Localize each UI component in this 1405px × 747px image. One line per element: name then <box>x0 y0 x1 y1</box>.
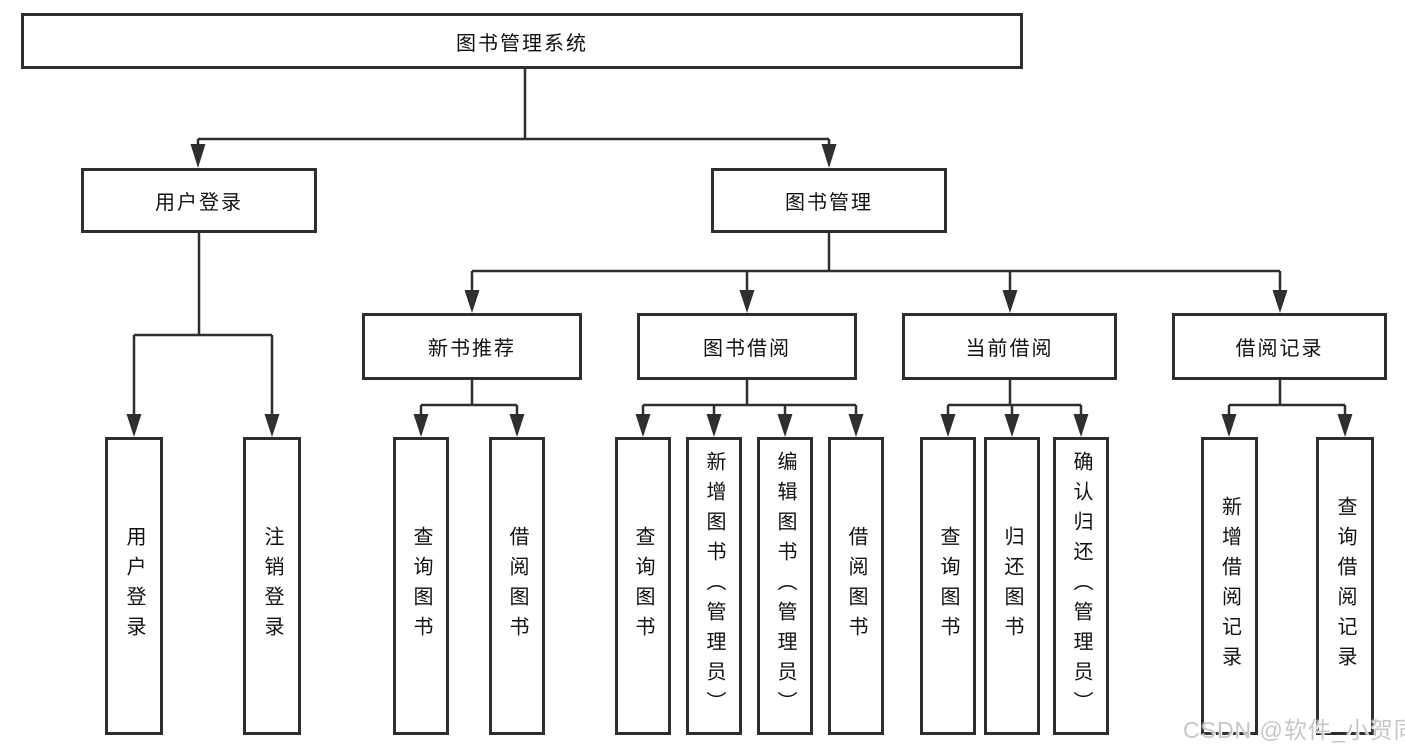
leaf-borrow-books: 借阅图书 <box>828 437 884 735</box>
node-label: 借阅记录 <box>1235 338 1324 360</box>
node-label: 确认归还（管理员） <box>1070 451 1092 721</box>
node-borrow-records: 借阅记录 <box>1172 313 1387 380</box>
leaf-edit-books-admin: 编辑图书（管理员） <box>757 437 813 735</box>
node-label: 新增借阅记录 <box>1218 496 1241 676</box>
leaf-query-books: 查询图书 <box>615 437 671 735</box>
node-label: 用户登录 <box>155 192 243 214</box>
node-label: 借阅图书 <box>845 526 867 646</box>
leaf-borrow-books: 借阅图书 <box>489 437 545 735</box>
node-label: 查询图书 <box>937 526 959 646</box>
leaf-return-books: 归还图书 <box>984 437 1040 735</box>
node-library-management-system: 图书管理系统 <box>21 13 1023 69</box>
leaf-add-books-admin: 新增图书（管理员） <box>686 437 742 735</box>
leaf-add-borrow-record: 新增借阅记录 <box>1201 437 1258 735</box>
node-label: 归还图书 <box>1001 526 1023 646</box>
node-current-borrow: 当前借阅 <box>902 313 1117 380</box>
node-label: 查询图书 <box>632 526 654 646</box>
csdn-watermark: CSDN @软件_小贺同学 <box>1183 717 1405 743</box>
node-book-management: 图书管理 <box>711 168 947 233</box>
node-label: 图书管理 <box>785 192 873 214</box>
node-label: 借阅图书 <box>506 526 528 646</box>
node-label: 用户登录 <box>123 526 145 646</box>
leaf-user-login: 用户登录 <box>105 437 163 735</box>
node-label: 图书借阅 <box>703 338 791 360</box>
leaf-logout: 注销登录 <box>243 437 301 735</box>
node-book-borrow: 图书借阅 <box>637 313 857 380</box>
node-label: 新书推荐 <box>428 338 516 360</box>
node-label: 查询借阅记录 <box>1334 496 1356 676</box>
node-label: 注销登录 <box>261 526 283 646</box>
leaf-query-borrow-record: 查询借阅记录 <box>1316 437 1374 735</box>
leaf-confirm-return-admin: 确认归还（管理员） <box>1053 437 1109 735</box>
node-label: 编辑图书（管理员） <box>774 451 796 721</box>
node-label: 当前借阅 <box>965 338 1054 360</box>
node-label: 新增图书（管理员） <box>703 451 725 721</box>
node-user-login: 用户登录 <box>81 168 317 233</box>
leaf-query-books: 查询图书 <box>920 437 976 735</box>
leaf-query-books: 查询图书 <box>393 437 449 735</box>
arrowhead-icons <box>126 144 1353 437</box>
node-new-book-recommend: 新书推荐 <box>362 313 582 380</box>
node-label: 查询图书 <box>410 526 432 646</box>
node-label: 图书管理系统 <box>456 32 588 55</box>
